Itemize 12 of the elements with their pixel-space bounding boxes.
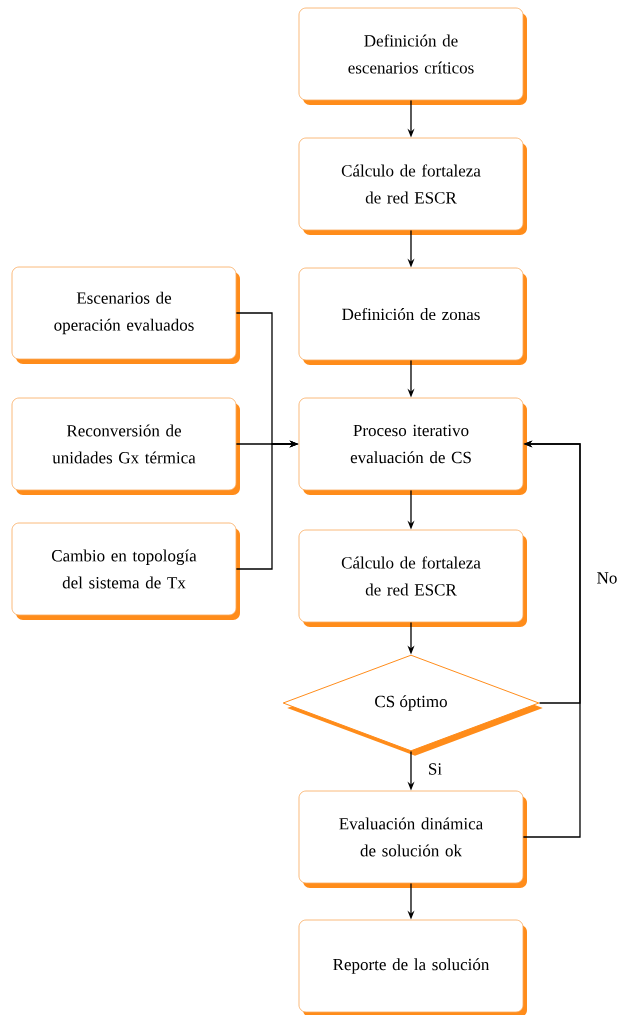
process-box: Evaluación dinámica de solución ok — [298, 790, 527, 888]
process-box: Proceso iterativo evaluación de CS — [298, 397, 527, 495]
edge-label: No — [595, 571, 619, 585]
process-box: Cálculo de fortaleza de red ESCR — [298, 529, 527, 627]
process-box: Definición de escenarios críticos — [298, 7, 527, 105]
process-box: Reporte de la solución — [298, 919, 527, 1015]
process-box: Cálculo de fortaleza de red ESCR — [298, 137, 527, 235]
edge-label: Si — [426, 762, 444, 776]
process-box: Definición de zonas — [298, 267, 527, 365]
process-box: Reconversión de unidades Gx térmica — [11, 397, 240, 495]
process-box: Cambio en topología del sistema de Tx — [11, 522, 240, 620]
process-box: Escenarios de operación evaluados — [11, 266, 240, 364]
